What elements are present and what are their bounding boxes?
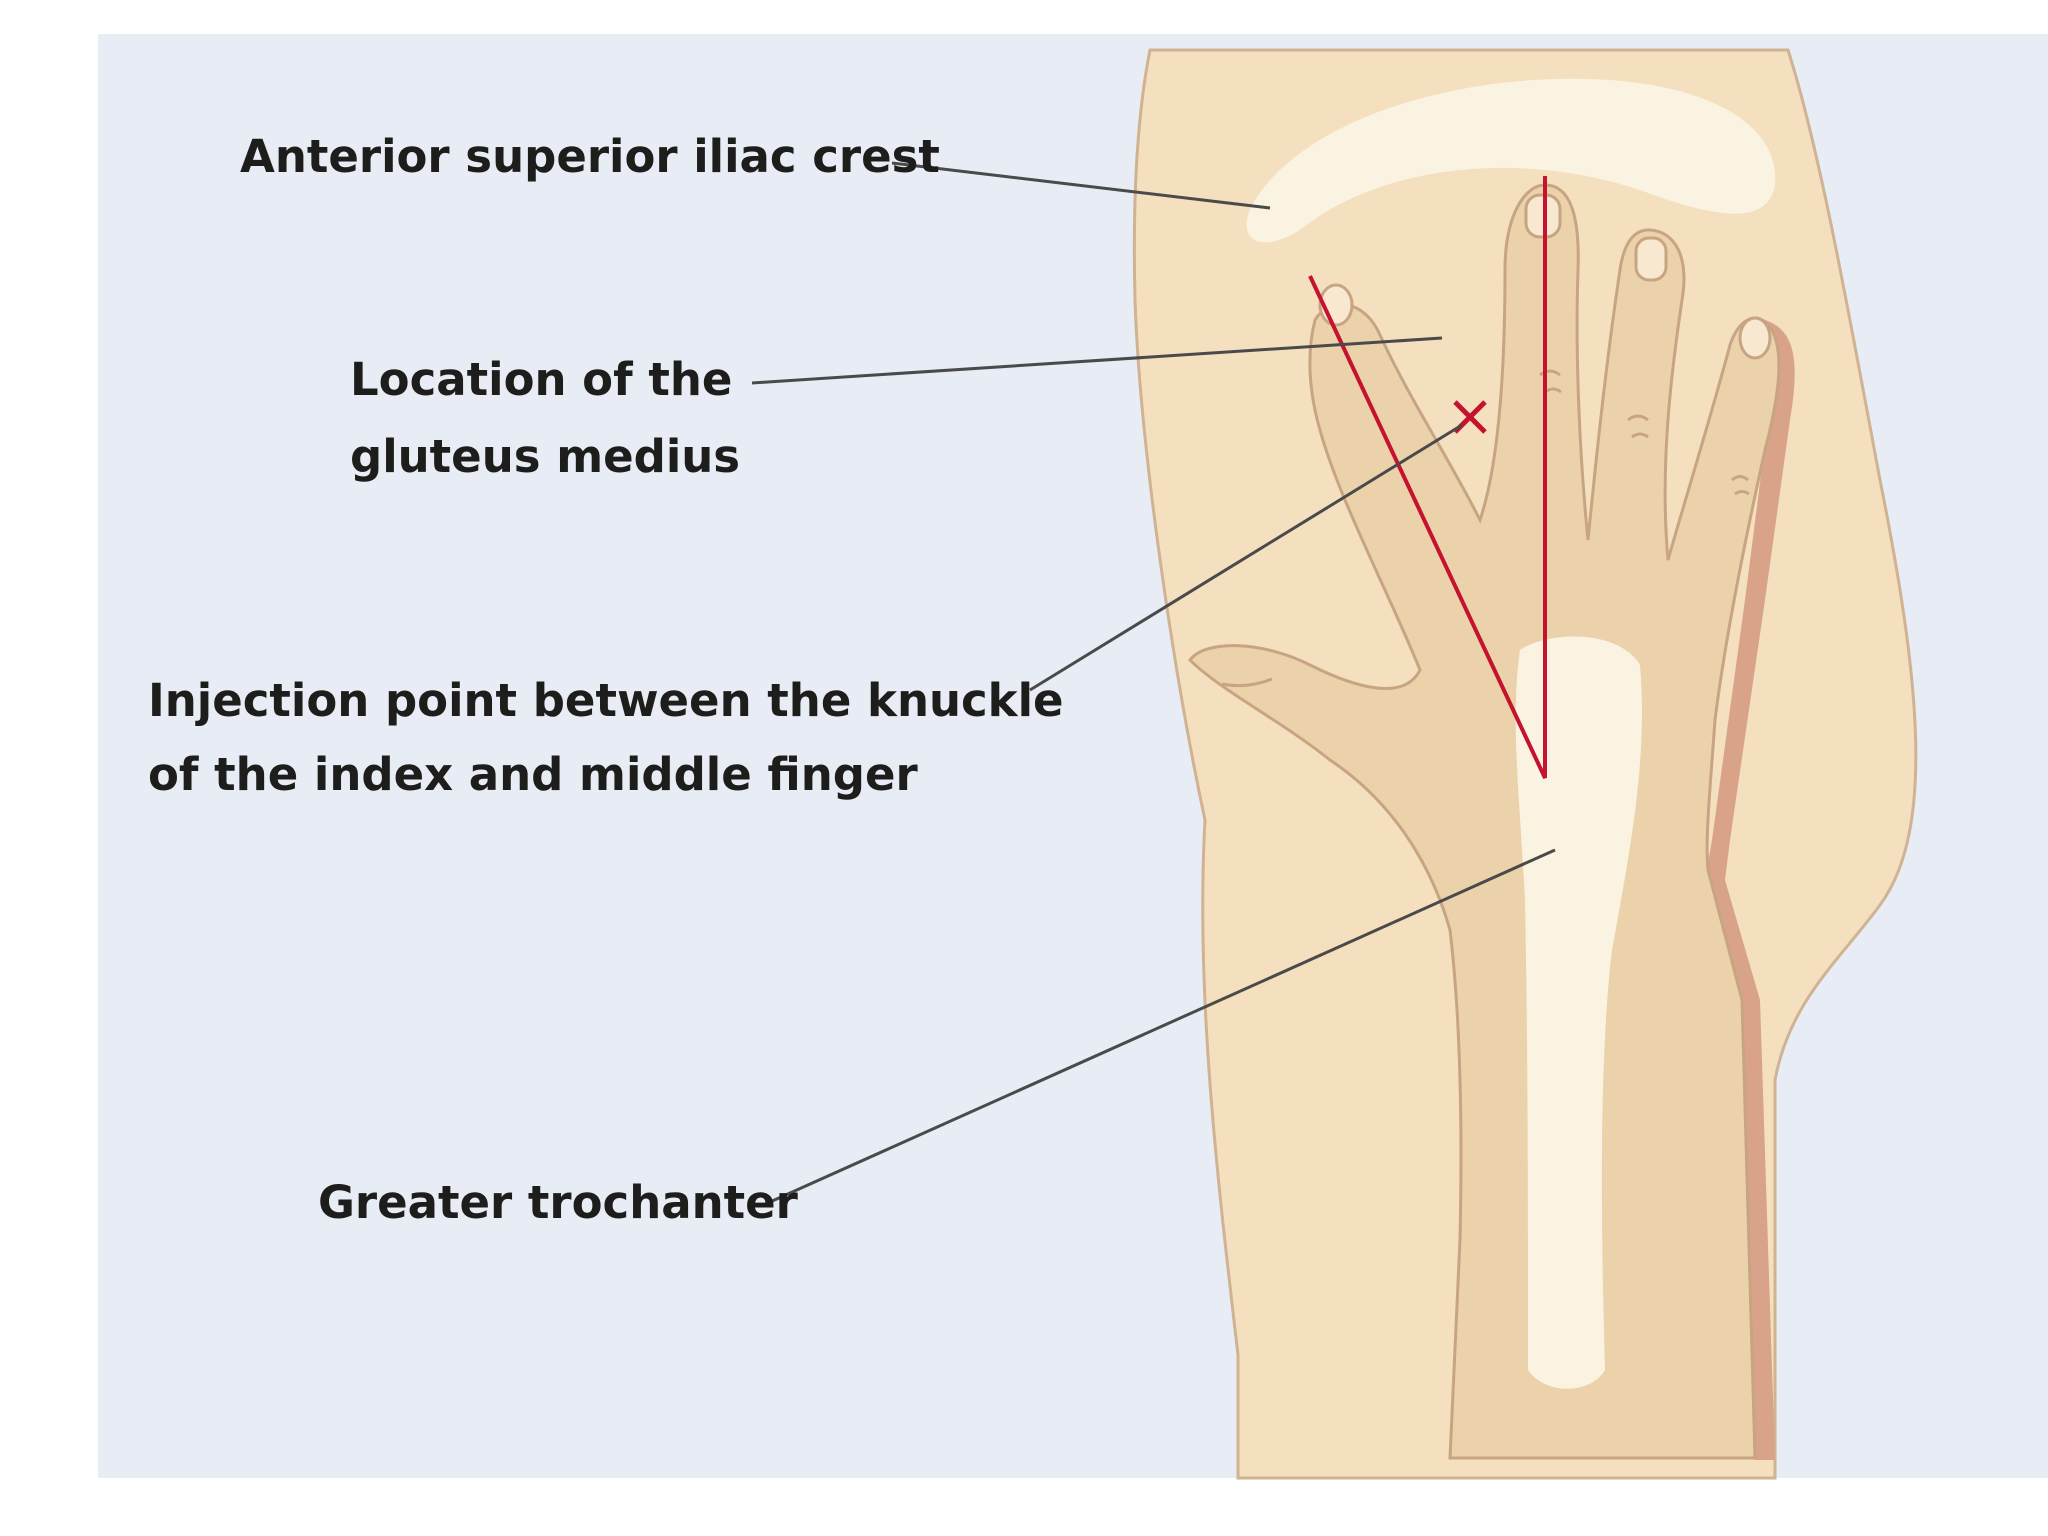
label-injection-line1: Injection point between the knuckle	[148, 674, 1064, 727]
iliac-crest-bone	[1246, 78, 1776, 243]
little-fingernail	[1738, 316, 1772, 360]
ring-fingernail	[1634, 236, 1668, 282]
label-iliac-crest: Anterior superior iliac crest	[240, 130, 940, 183]
knuckle-crease-3	[1731, 475, 1750, 496]
label-gluteus-line2: gluteus medius	[350, 430, 740, 483]
label-gluteus-line1: Location of the	[350, 353, 732, 406]
greater-trochanter-bone	[1515, 636, 1642, 1389]
label-injection-line2: of the index and middle finger	[148, 748, 919, 801]
label-greater-trochanter: Greater trochanter	[318, 1176, 799, 1229]
leader-greater-trochanter	[769, 848, 1556, 1204]
leader-iliac-crest	[891, 161, 1271, 210]
thumb-crease	[1221, 677, 1273, 688]
leader-injection-point	[1029, 423, 1463, 692]
v-guide-lines	[1308, 176, 1547, 779]
knuckle-crease-2	[1627, 414, 1649, 439]
leader-gluteus-medius	[751, 336, 1443, 385]
